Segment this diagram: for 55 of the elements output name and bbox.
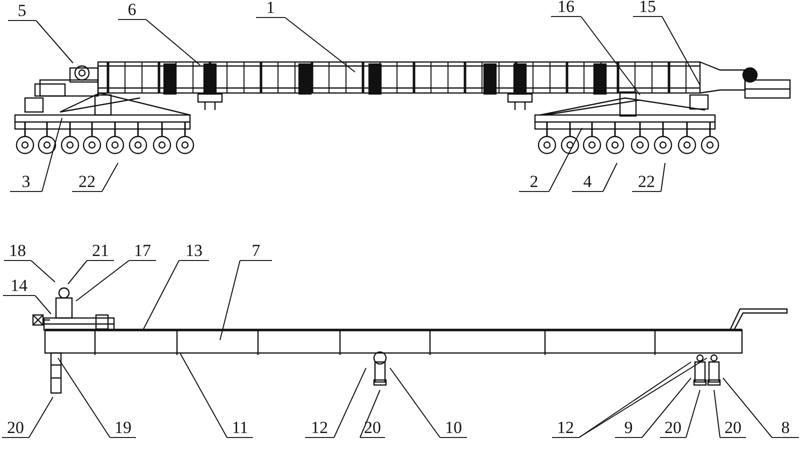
leader-line [334,368,366,438]
callout-number: 20 [360,418,385,438]
leader-line [76,260,130,302]
callout-number: 19 [110,418,136,438]
callout-number: 2 [519,172,549,192]
leader-line [28,396,54,438]
leader-line [34,295,52,314]
leader-line [36,20,74,64]
callout-number: 6 [118,0,146,20]
callout-number: 15 [633,0,662,17]
callout-number: 20 [720,418,746,438]
callout-number: 12 [552,418,579,438]
callout-number: 22 [72,172,102,192]
leader-line [602,162,618,192]
leader-line [722,378,772,438]
callout-number: 9 [615,418,642,438]
leader-line [42,118,62,192]
leader-line [360,390,380,438]
callout-number: 14 [3,276,35,296]
leader-line [548,128,582,192]
leader-line [68,260,88,284]
callout-number: 10 [440,418,467,438]
callout-number: 18 [4,241,31,261]
leader-line [662,16,700,86]
leader-line [390,368,440,438]
callout-number: 22 [632,172,661,192]
leader-line [660,162,666,192]
leader-line [284,17,356,72]
leader-line [580,16,640,96]
leader-line [220,260,240,340]
leader-line [30,260,56,282]
leader-line [686,390,700,438]
callout-number: 12 [305,418,334,438]
callout-number: 17 [129,241,156,261]
callout-number: 3 [10,172,42,192]
callout-number: 16 [551,0,581,17]
callout-number: 21 [87,241,114,261]
leader-line [642,378,692,438]
leader-line [102,162,118,192]
leader-line [578,362,692,438]
callout-number: 7 [240,241,272,261]
callout-number: 20 [660,418,686,438]
callout-number: 8 [772,418,799,438]
leader-line [146,19,200,66]
callout-number: 13 [179,241,209,261]
leader-line [714,390,720,438]
leader-line [578,358,708,438]
leader-line [180,352,228,438]
callout-number: 1 [256,0,285,18]
leader-line [142,260,180,330]
callout-number: 11 [227,418,253,438]
leader-line [58,358,110,438]
callout-number: 5 [8,1,36,21]
callout-number: 20 [2,418,29,438]
callout-number: 4 [572,172,603,192]
